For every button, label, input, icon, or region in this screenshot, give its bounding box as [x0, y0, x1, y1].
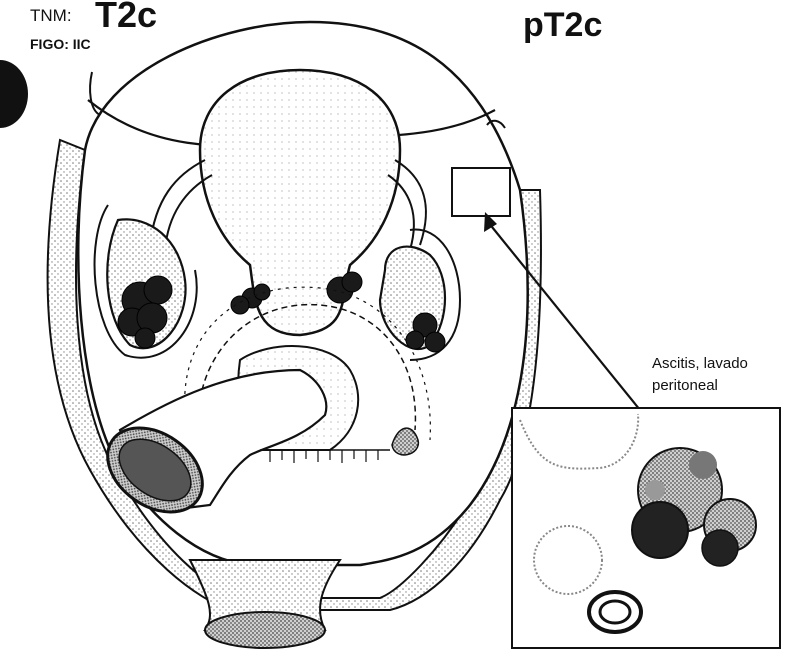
callout-label-line1: Ascitis, lavado	[652, 355, 748, 372]
pathologic-stage-label: pT2c	[523, 6, 602, 45]
callout-label-line2: peritoneal	[652, 377, 718, 394]
cytology-inset	[512, 408, 780, 648]
figure-edge-mark	[0, 60, 28, 128]
tnm-prefix-label: TNM:	[30, 6, 72, 26]
sample-marker	[452, 168, 510, 216]
tnm-stage-label: T2c	[95, 0, 157, 36]
figo-stage-label: FIGO: IIC	[30, 36, 91, 52]
single-cell-icon	[589, 592, 641, 632]
